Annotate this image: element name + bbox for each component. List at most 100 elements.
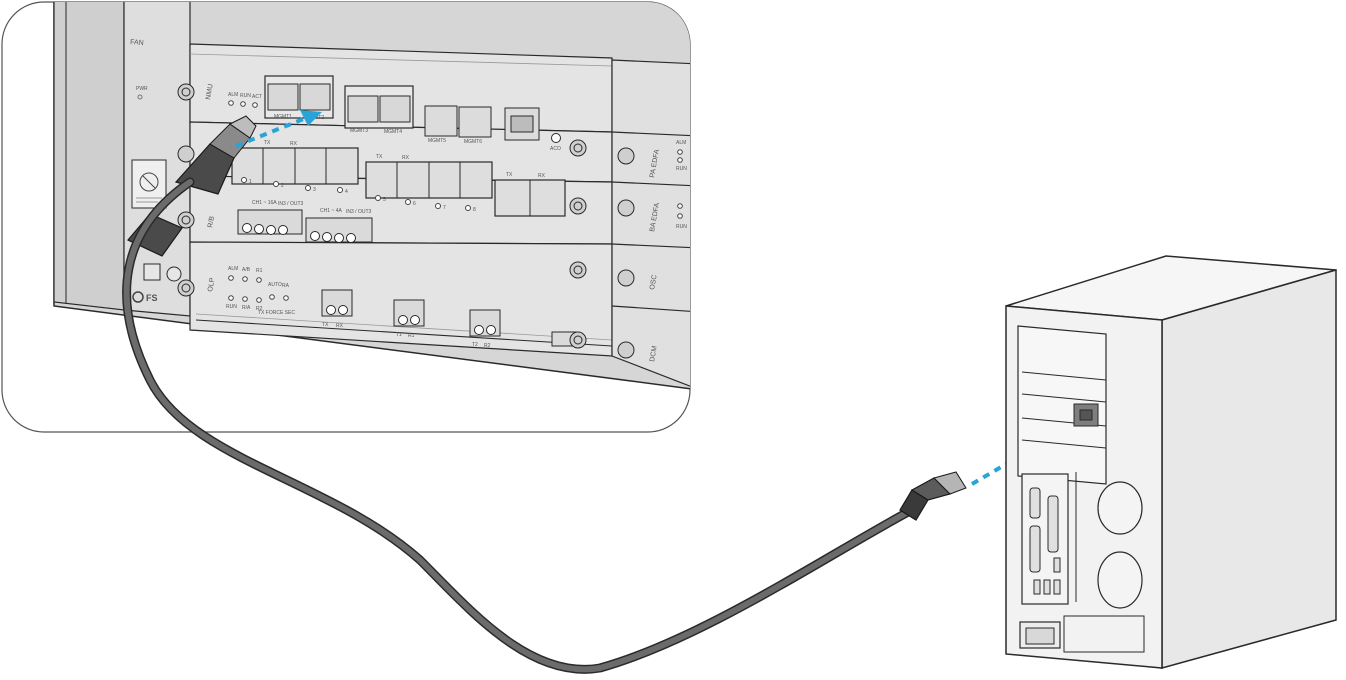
olp-led-r2: R2 (256, 306, 263, 312)
pc-side (1161, 269, 1337, 669)
nmu-led-alm: ALM (228, 92, 238, 98)
nmu-right-screw[interactable] (569, 139, 587, 157)
mgmt4-label: MGMT4 (384, 129, 402, 135)
nmu-led-act: ACT (252, 94, 262, 100)
dcm-screw[interactable] (617, 341, 635, 359)
mgmt5-label: MGMT5 (428, 138, 446, 144)
led-num-8: 8 (473, 207, 476, 213)
olp-led-run: RUN (226, 304, 237, 310)
osc-screw[interactable] (617, 269, 635, 287)
brand-logo: FS (146, 293, 158, 303)
ground-symbol (143, 263, 161, 281)
mgmt3-port[interactable] (347, 95, 379, 123)
fan-label: FAN (130, 39, 144, 47)
pwr-label: PWR (136, 86, 148, 92)
nmu-name: NMU (205, 83, 215, 100)
usb-port-1[interactable] (1033, 579, 1041, 595)
olp-port-r2-label: R2 (484, 343, 491, 349)
mgmt1-port[interactable] (267, 83, 299, 111)
rb-label-1: CH1 ~ 16A (252, 200, 277, 206)
warning-label (131, 159, 167, 209)
port-label-rx-1: RX (290, 141, 298, 147)
led-num-5: 5 (383, 197, 386, 203)
rb-name: R/B (207, 215, 216, 228)
olp-led-ra: R/A (242, 305, 251, 311)
warning-icon (139, 172, 159, 192)
fs-logo-icon (132, 291, 144, 303)
nmu-module: NMU ALM RUN ACT MGMT1 MGMT2 MGMT3 MGMT4 (177, 75, 587, 157)
led-num-6: 6 (413, 201, 416, 207)
usb-port-2[interactable] (1043, 579, 1051, 595)
olp-port-tx-label: TX (322, 322, 329, 328)
middle-module-ports: TX RX TX RX TX RX 1 2 3 4 5 6 7 (177, 140, 587, 217)
port-label-rx-2: RX (402, 155, 410, 161)
rj45-connector-pc[interactable] (899, 471, 967, 521)
connection-arrow-chassis (235, 110, 322, 148)
led-num-7: 7 (443, 205, 446, 211)
dcm-label: DCM (649, 345, 659, 362)
olp-force-label: TX FORCE SEC (258, 310, 295, 316)
rb-module: R/B CH1 ~ 16A IN3 / OUT3 CH1 ~ 4A IN3 / … (177, 200, 587, 279)
olp-thumbscrew[interactable] (177, 279, 195, 297)
chassis-inset: FAN PWR FS (1, 1, 691, 433)
nmu-led-run: RUN (240, 93, 251, 99)
port-label-tx-1: TX (264, 140, 271, 146)
rb-thumbscrew[interactable] (177, 211, 195, 229)
chassis-left-rail (53, 2, 125, 311)
serial-port[interactable] (1029, 487, 1041, 519)
parallel-port[interactable] (1029, 525, 1041, 573)
pa-edfa-screw[interactable] (617, 147, 635, 165)
olp-port-t2-label: T2 (472, 342, 478, 348)
aco-label: ACO (550, 146, 561, 152)
fan-knob[interactable] (166, 266, 182, 282)
mgmt4-port[interactable] (379, 95, 411, 123)
mgmt1-label: MGMT1 (274, 114, 292, 120)
olp-auto-label: AUTO (268, 282, 282, 288)
sfp-cage-2[interactable] (458, 106, 492, 138)
olp-right-screw[interactable] (569, 331, 587, 349)
olp-ra-label: RA (282, 283, 290, 289)
middle-thumbscrew[interactable] (177, 145, 195, 163)
mgmt6-label: MGMT6 (464, 139, 482, 145)
nmu-thumbscrew[interactable] (177, 83, 195, 101)
osc-label: OSC (649, 274, 659, 290)
aco-button[interactable] (551, 133, 561, 143)
middle-right-screw[interactable] (569, 197, 587, 215)
olp-led-ab: A/B (242, 267, 251, 273)
pa-edfa-label: PA EDFA (649, 149, 661, 179)
usb-port-3[interactable] (1053, 579, 1061, 595)
port-label-tx-2: TX (376, 154, 383, 160)
rb-label-4: IN3 / OUT3 (346, 209, 372, 215)
fan-icon (1097, 481, 1143, 535)
vga-port[interactable] (1047, 495, 1059, 553)
desktop-pc-tower (1005, 255, 1337, 669)
pa-edfa-led-run: RUN (676, 166, 687, 172)
port-label-rx-3: RX (538, 173, 546, 179)
side-modules: PA EDFA BA EDFA OSC DCM ALM RUN RUN (611, 59, 690, 391)
port-label-tx-3: TX (506, 172, 513, 178)
led-num-2: 2 (281, 183, 284, 189)
olp-port-t1-label: T1 (396, 332, 402, 338)
mgmt2-port[interactable] (299, 83, 331, 111)
mgmt3-label: MGMT3 (350, 128, 368, 134)
led-num-4: 4 (345, 189, 348, 195)
led-num-3: 3 (313, 187, 316, 193)
arrowhead-icon (300, 110, 322, 126)
olp-name: OLP (207, 277, 216, 292)
olp-led-r1: R1 (256, 268, 263, 274)
rb-label-3: CH1 ~ 4A (320, 208, 342, 214)
rb-label-2: IN3 / OUT3 (278, 201, 304, 207)
olp-port-rx-label: RX (336, 323, 344, 329)
ba-edfa-screw[interactable] (617, 199, 635, 217)
audio-port[interactable] (1053, 557, 1061, 573)
olp-led-alm: ALM (228, 266, 238, 272)
fan-icon (1097, 551, 1143, 609)
ba-edfa-led-run: RUN (676, 224, 687, 230)
sfp-cage-1[interactable] (424, 105, 458, 137)
pa-edfa-led-alm: ALM (676, 140, 686, 146)
rb-right-screw[interactable] (569, 261, 587, 279)
pwr-led (137, 94, 143, 100)
olp-port-r1-label: R1 (408, 333, 415, 339)
led-num-1: 1 (249, 179, 252, 185)
